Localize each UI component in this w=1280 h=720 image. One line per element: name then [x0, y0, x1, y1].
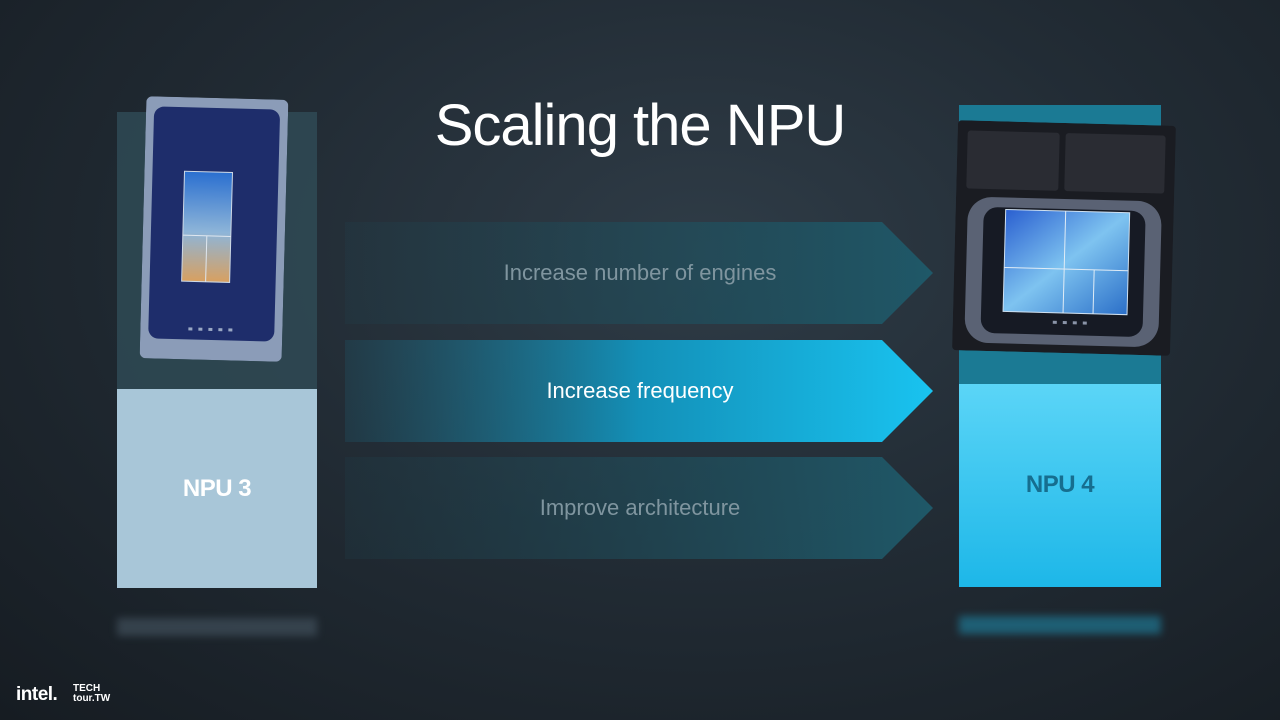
- arrow-shape: [345, 457, 933, 559]
- npu3-chip-image: [139, 96, 289, 362]
- npu4-reflection: [959, 616, 1161, 634]
- tech-tour-line1: TECH: [73, 683, 101, 694]
- step-arrow-engines: Increase number of engines: [345, 222, 933, 324]
- npu3-reflection: [117, 618, 317, 636]
- tech-tour-line2: tour.TW: [73, 693, 111, 704]
- tech-tour-logo: TECH tour.TW: [73, 684, 110, 704]
- arrow-shape: [345, 340, 933, 442]
- npu3-column-bottom: [117, 389, 317, 588]
- npu3-label: NPU 3: [182, 475, 252, 502]
- step-label: Increase frequency: [546, 378, 734, 403]
- step-arrow-architecture: Improve architecture: [345, 457, 933, 559]
- step-label: Increase number of engines: [503, 260, 777, 285]
- step-arrow-frequency: Increase frequency: [345, 340, 933, 442]
- arrow-shape: [345, 222, 933, 324]
- step-label: Improve architecture: [539, 495, 741, 520]
- slide-title: Scaling the NPU: [434, 93, 847, 158]
- npu4-chip-image: [952, 120, 1176, 356]
- npu4-label: NPU 4: [1025, 471, 1095, 498]
- npu4-column-bottom: [959, 384, 1161, 587]
- intel-logo: intel.: [16, 684, 58, 705]
